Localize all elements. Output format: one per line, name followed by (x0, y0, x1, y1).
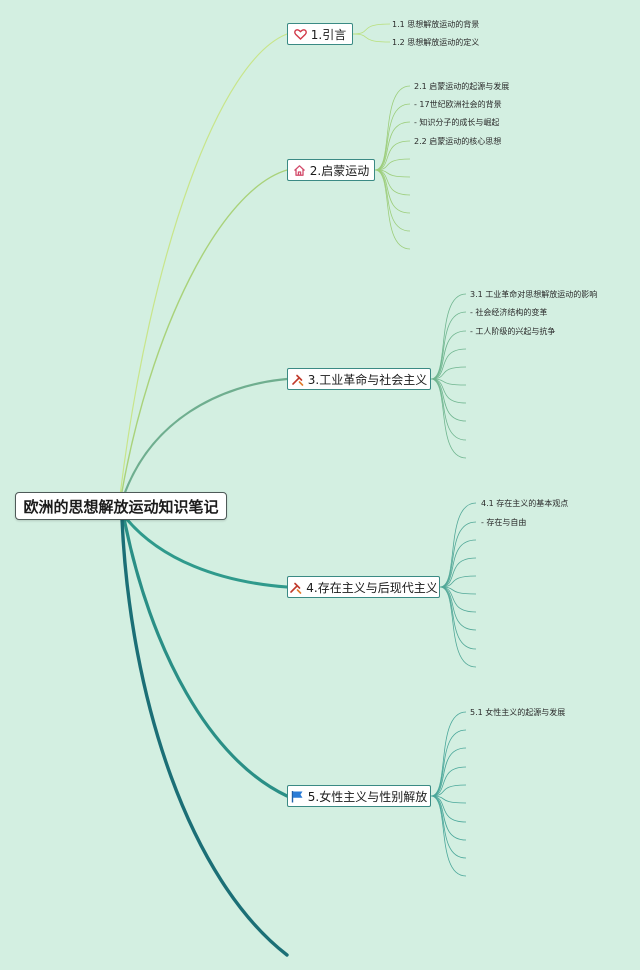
fan-enlightenment-line (374, 169, 411, 214)
fan-feminism-line (430, 795, 467, 859)
fan-industrial-line (430, 366, 467, 380)
branch-tail (120, 517, 289, 957)
fan-industrial-line (430, 348, 467, 380)
heart-icon (293, 28, 307, 41)
subtopic-3-1b[interactable]: - 工人阶级的兴起与抗争 (470, 327, 556, 336)
fan-feminism-line (430, 784, 467, 797)
fan-introduction (352, 23, 391, 43)
topic-enlightenment-label: 2.启蒙运动 (309, 163, 370, 178)
subtopic-5-1[interactable]: 5.1 女性主义的起源与发展 (470, 708, 566, 717)
subtopic-connectors (352, 23, 477, 877)
fan-existentialism-line (439, 521, 477, 588)
tools-icon (289, 581, 302, 594)
fan-enlightenment-line (374, 169, 411, 196)
root-topic-label: 欧洲的思想解放运动知识笔记 (23, 497, 219, 516)
topic-existentialism-label: 4.存在主义与后现代主义 (306, 580, 438, 595)
branch-existentialism (123, 515, 289, 589)
subtopic-3-1a[interactable]: - 社会经济结构的变革 (470, 308, 548, 317)
topic-industrial-revolution[interactable]: 3.工业革命与社会主义 (287, 368, 431, 390)
fan-existentialism-line (439, 575, 477, 588)
fan-existentialism-line (439, 557, 477, 588)
fan-existentialism (439, 502, 477, 668)
fan-feminism (430, 711, 467, 877)
subtopic-4-1[interactable]: 4.1 存在主义的基本观点 (481, 499, 569, 508)
branch-lines (119, 33, 289, 957)
root-topic[interactable]: 欧洲的思想解放运动知识笔记 (15, 492, 227, 520)
topic-feminism-label: 5.女性主义与性别解放 (307, 789, 428, 804)
fan-existentialism-line (439, 586, 477, 613)
subtopic-1-2[interactable]: 1.2 思想解放运动的定义 (392, 38, 480, 47)
subtopic-2-1[interactable]: 2.1 启蒙运动的起源与发展 (414, 82, 510, 91)
fan-enlightenment-line (374, 121, 411, 171)
fan-existentialism-line (439, 586, 477, 650)
flag-icon (291, 790, 304, 803)
fan-enlightenment-line (374, 158, 411, 171)
fan-industrial-line (430, 311, 467, 380)
fan-enlightenment (374, 85, 411, 250)
fan-feminism-line (430, 711, 467, 797)
subtopic-2-2[interactable]: 2.2 启蒙运动的核心思想 (414, 137, 502, 146)
fan-industrial-line (430, 378, 467, 459)
fan-industrial-line (430, 330, 467, 380)
topic-introduction[interactable]: 1.引言 (287, 23, 353, 45)
tools-icon (291, 373, 304, 386)
fan-industrial-line (430, 378, 467, 441)
fan-enlightenment-line (374, 169, 411, 250)
fan-existentialism-line (439, 539, 477, 588)
branch-feminism (122, 516, 289, 798)
fan-feminism-line (430, 795, 467, 877)
branch-introduction (119, 33, 288, 497)
subtopic-2-1b[interactable]: - 知识分子的成长与崛起 (414, 118, 500, 127)
subtopic-1-1[interactable]: 1.1 思想解放运动的背景 (392, 20, 480, 29)
fan-industrial (430, 293, 467, 459)
topic-feminism[interactable]: 5.女性主义与性别解放 (287, 785, 431, 807)
fan-introduction-line (352, 33, 391, 43)
fan-existentialism-line (439, 502, 477, 588)
fan-feminism-line (430, 766, 467, 797)
topic-introduction-label: 1.引言 (310, 27, 347, 42)
fan-feminism-line (430, 747, 467, 797)
fan-feminism-line (430, 795, 467, 841)
fan-enlightenment-line (374, 140, 411, 171)
fan-existentialism-line (439, 586, 477, 668)
fan-industrial-line (430, 293, 467, 380)
topic-existentialism[interactable]: 4.存在主义与后现代主义 (287, 576, 440, 598)
subtopic-4-1a[interactable]: - 存在与自由 (481, 518, 527, 527)
fan-industrial-line (430, 378, 467, 422)
topic-industrial-revolution-label: 3.工业革命与社会主义 (307, 372, 428, 387)
fan-feminism-line (430, 795, 467, 823)
fan-industrial-line (430, 378, 467, 404)
fan-enlightenment-line (374, 169, 411, 232)
home-icon (293, 164, 306, 177)
fan-feminism-line (430, 729, 467, 797)
fan-enlightenment-line (374, 85, 411, 171)
branch-enlightenment (120, 169, 288, 498)
subtopic-2-1a[interactable]: - 17世纪欧洲社会的背景 (414, 100, 502, 109)
fan-existentialism-line (439, 586, 477, 631)
fan-enlightenment-line (374, 103, 411, 171)
subtopic-3-1[interactable]: 3.1 工业革命对思想解放运动的影响 (470, 290, 598, 299)
branch-industrial (121, 377, 289, 500)
topic-enlightenment[interactable]: 2.启蒙运动 (287, 159, 375, 181)
fan-introduction-line (352, 23, 391, 35)
